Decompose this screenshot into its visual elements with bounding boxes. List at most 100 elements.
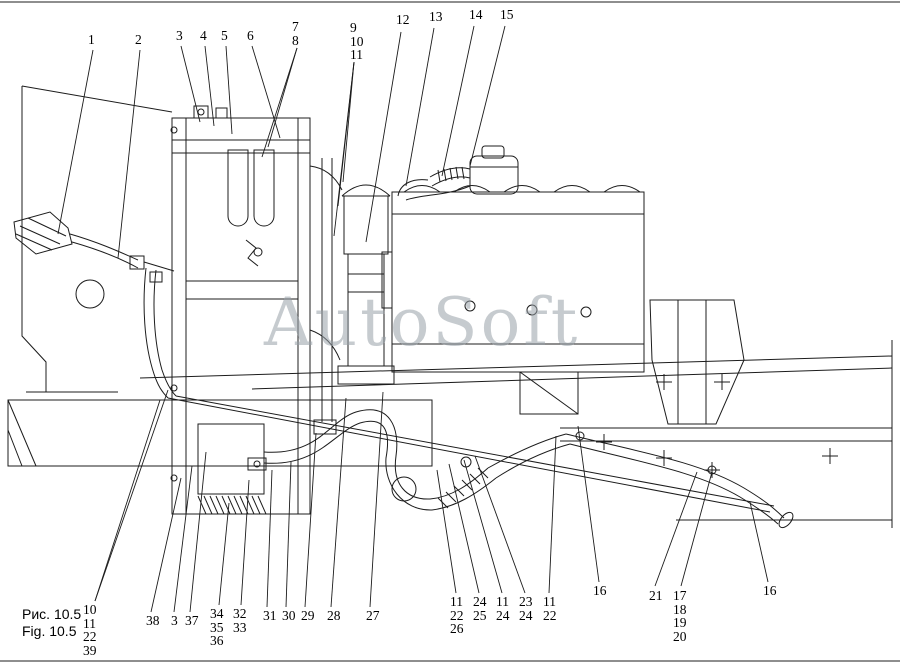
- callout-number: 29: [301, 608, 315, 623]
- washer-nozzle: [13, 211, 175, 272]
- callout-number: 30: [282, 608, 296, 623]
- fan-shroud: [309, 158, 343, 435]
- callout-number: 22: [450, 607, 464, 623]
- callout-number: 33: [233, 619, 247, 635]
- callout-number: 15: [500, 7, 514, 22]
- rear-fender: [649, 299, 745, 425]
- leader-lines: [57, 25, 769, 613]
- callout-16: 16: [593, 584, 607, 598]
- callout-14: 14: [469, 8, 483, 22]
- callout-number: 12: [396, 12, 410, 27]
- callout-23-24: 23 24: [519, 595, 533, 622]
- callout-9-10-11: 9 10 11: [350, 21, 364, 62]
- heater-hoses: [143, 267, 794, 529]
- callout-number: 11: [450, 594, 463, 609]
- callout-31: 31: [263, 609, 277, 623]
- under-engine-bracket: [519, 371, 579, 415]
- callout-number: 21: [649, 588, 663, 603]
- callout-number: 13: [429, 9, 443, 24]
- callout-number: 10: [350, 33, 364, 49]
- callout-12: 12: [396, 13, 410, 27]
- callout-number: 2: [135, 32, 142, 47]
- engine-block: [381, 185, 645, 373]
- callout-number: 25: [473, 607, 487, 623]
- callout-number: 7: [292, 19, 299, 34]
- cab-outline: [21, 85, 173, 393]
- callout-32-33: 32 33: [233, 607, 247, 634]
- callout-21: 21: [649, 589, 663, 603]
- callout-number: 38: [146, 613, 160, 628]
- callout-number: 11: [350, 47, 363, 62]
- callout-number: 5: [221, 28, 228, 43]
- callout-number: 16: [593, 583, 607, 598]
- callout-37: 37: [185, 614, 199, 628]
- callout-1: 1: [88, 33, 95, 47]
- caption-ru: Рис. 10.5: [22, 606, 82, 622]
- callout-number: 8: [292, 32, 299, 48]
- callout-number: 3: [171, 613, 178, 628]
- callout-number: 22: [543, 607, 557, 623]
- callout-number: 3: [176, 28, 183, 43]
- callout-number: 24: [473, 594, 487, 609]
- callout-number: 11: [543, 594, 556, 609]
- callout-24-25: 24 25: [473, 595, 487, 622]
- callout-number: 36: [210, 633, 224, 648]
- expansion-tank: [397, 145, 519, 201]
- callout-number: 34: [210, 606, 224, 621]
- callout-number: 27: [366, 608, 380, 623]
- callout-number: 16: [763, 583, 777, 598]
- callout-number: 4: [200, 28, 207, 43]
- callout-17-18-19-20: 17 18 19 20: [673, 589, 687, 643]
- callout-number: 9: [350, 20, 357, 35]
- callout-16b: 16: [763, 584, 777, 598]
- callout-number: 31: [263, 608, 277, 623]
- callout-30: 30: [282, 609, 296, 623]
- callout-number: 35: [210, 619, 224, 635]
- callout-number: 17: [673, 588, 687, 603]
- callout-4: 4: [200, 29, 207, 43]
- callout-number: 11: [496, 594, 509, 609]
- frame-rail-right: [139, 340, 893, 528]
- callout-2: 2: [135, 33, 142, 47]
- callout-11-24: 11 24: [496, 595, 510, 622]
- callout-number: 6: [247, 28, 254, 43]
- callout-number: 22: [83, 629, 97, 644]
- callout-number: 1: [88, 32, 95, 47]
- callout-5: 5: [221, 29, 228, 43]
- callout-11-22-26: 11 22 26: [450, 595, 464, 636]
- callout-number: 20: [673, 628, 687, 644]
- callout-34-35-36: 34 35 36: [210, 607, 224, 648]
- callout-13: 13: [429, 10, 443, 24]
- callout-7-8: 7 8: [292, 20, 299, 47]
- figure-caption: Рис. 10.5 Fig. 10.5: [22, 606, 81, 640]
- radiator-assembly: [170, 105, 311, 515]
- callout-38: 38: [146, 614, 160, 628]
- callout-number: 24: [519, 607, 533, 623]
- callout-number: 10: [83, 602, 97, 617]
- callout-number: 19: [673, 615, 687, 630]
- callout-15: 15: [500, 8, 514, 22]
- callout-number: 14: [469, 7, 483, 22]
- callout-number: 11: [83, 615, 96, 631]
- callout-number: 23: [519, 594, 533, 609]
- callout-3b: 3: [171, 614, 178, 628]
- callout-6: 6: [247, 29, 254, 43]
- caption-en: Fig. 10.5: [22, 623, 77, 639]
- air-cleaner: [337, 184, 395, 385]
- callout-number: 37: [185, 613, 199, 628]
- callout-number: 32: [233, 606, 247, 621]
- callout-number: 26: [450, 621, 464, 636]
- callout-number: 39: [83, 642, 97, 658]
- callout-29: 29: [301, 609, 315, 623]
- callout-number: 18: [673, 601, 687, 617]
- callout-27: 27: [366, 609, 380, 623]
- callout-number: 28: [327, 608, 341, 623]
- callout-3: 3: [176, 29, 183, 43]
- frame-rail-left: [7, 399, 433, 467]
- callout-number: 24: [496, 607, 510, 623]
- callout-11-22b: 11 22: [543, 595, 557, 622]
- callout-28: 28: [327, 609, 341, 623]
